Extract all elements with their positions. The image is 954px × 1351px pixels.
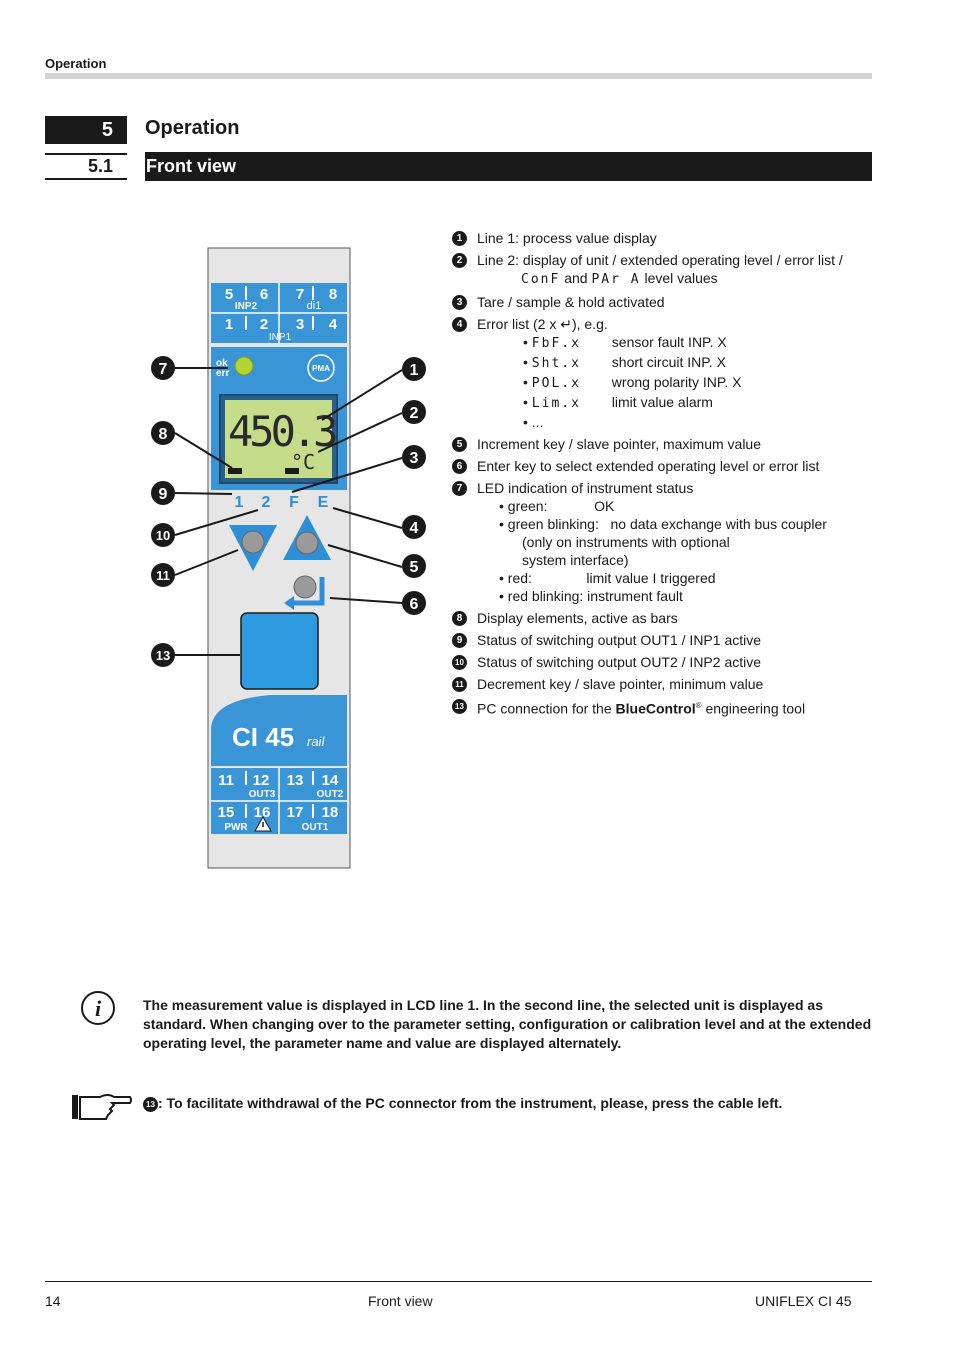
out2-label: OUT2 — [317, 789, 344, 800]
lcd-display — [225, 400, 332, 478]
info-icon: i — [81, 991, 115, 1025]
section-title: Operation — [145, 117, 240, 139]
svg-text:4: 4 — [410, 520, 419, 537]
svg-text:11: 11 — [218, 772, 234, 789]
running-header: Operation — [45, 56, 107, 71]
err-label: err — [216, 368, 229, 379]
inp2-label: INP2 — [235, 301, 258, 312]
terminal-8: 8 — [329, 286, 337, 303]
svg-text:PMA: PMA — [312, 364, 330, 373]
terminal-7: 7 — [296, 286, 304, 303]
svg-text:13: 13 — [156, 648, 170, 663]
model-name: CI 45 — [232, 722, 294, 752]
hand-note: 13: To facilitate withdrawal of the PC c… — [143, 1094, 873, 1113]
svg-text:6: 6 — [410, 596, 419, 613]
svg-text:3: 3 — [410, 450, 419, 467]
pwr-label: PWR — [224, 822, 248, 833]
model-suffix: rail — [307, 734, 325, 749]
terminal-2: 2 — [260, 316, 268, 333]
subsection-number: 5.1 — [45, 153, 127, 180]
device-front-view: 5 6 7 8 INP2 di1 1 2 3 4 INP1 ok err PMA… — [151, 247, 426, 869]
svg-text:i: i — [95, 996, 102, 1021]
enter-key[interactable] — [293, 575, 317, 599]
ok-label: ok — [216, 358, 228, 369]
lcd-bar-1 — [228, 468, 242, 474]
footer-chapter: Front view — [368, 1293, 433, 1309]
fkey-e: E — [318, 494, 329, 511]
svg-text:10: 10 — [156, 528, 170, 543]
footer-rule — [45, 1281, 872, 1282]
svg-text:7: 7 — [159, 361, 168, 378]
page-number: 14 — [45, 1293, 61, 1309]
terminal-5: 5 — [225, 286, 233, 303]
svg-text:1: 1 — [410, 362, 419, 379]
terminal-6: 6 — [260, 286, 268, 303]
bluecontrol-brand: BlueControl — [615, 700, 696, 717]
fkey-f: F — [289, 494, 299, 511]
model-area — [211, 695, 347, 766]
section-number: 5 — [45, 116, 127, 144]
subsection-title: Front view — [145, 152, 872, 181]
out3-label: OUT3 — [249, 789, 276, 800]
pma-logo — [307, 354, 335, 382]
fkey-1: 1 — [235, 494, 244, 511]
svg-text:12: 12 — [253, 772, 270, 789]
svg-text:18: 18 — [322, 804, 339, 821]
svg-text:17: 17 — [287, 804, 304, 821]
info-note: The measurement value is displayed in LC… — [143, 997, 872, 1051]
svg-text:15: 15 — [218, 804, 235, 821]
header-rule — [45, 73, 872, 79]
status-led — [234, 356, 254, 376]
enter-arrow-icon — [292, 577, 325, 606]
pc-connector[interactable] — [240, 612, 319, 690]
svg-text:13: 13 — [287, 772, 304, 789]
lcd-bar-2 — [285, 468, 299, 474]
svg-text:8: 8 — [159, 426, 168, 443]
terminal-1: 1 — [225, 316, 233, 333]
svg-text:9: 9 — [159, 486, 168, 503]
terminal-4: 4 — [329, 316, 338, 333]
inp1-label: INP1 — [269, 332, 292, 343]
svg-text:14: 14 — [322, 772, 339, 789]
svg-text:11: 11 — [156, 568, 170, 583]
pointing-hand-icon — [72, 1094, 132, 1120]
lcd-line1: 450.3 — [228, 407, 336, 456]
out1-label: OUT1 — [302, 822, 329, 833]
terminal-3: 3 — [296, 316, 304, 333]
svg-text:5: 5 — [410, 559, 419, 576]
fkey-2: 2 — [262, 494, 271, 511]
svg-text:16: 16 — [254, 804, 271, 821]
footer-product: UNIFLEX CI 45 — [755, 1293, 852, 1309]
di1-label: di1 — [307, 300, 322, 312]
svg-text:2: 2 — [410, 405, 419, 422]
